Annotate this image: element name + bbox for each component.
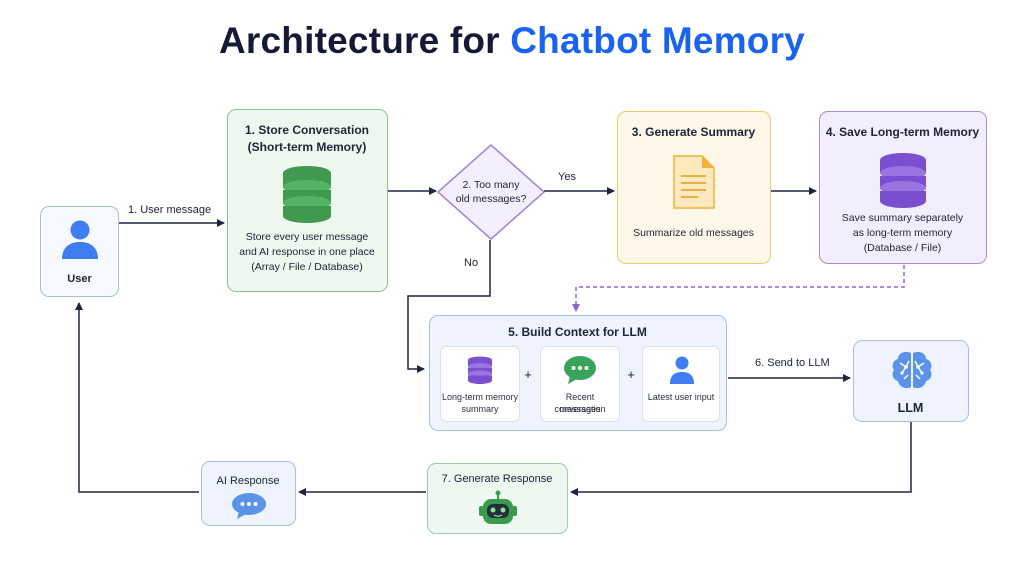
store-title-line1: 1. Store Conversation — [244, 123, 370, 137]
chat-bubble-icon — [564, 356, 596, 384]
edge-label-yes: Yes — [558, 171, 576, 183]
context-item-1-line2: summary — [461, 404, 499, 414]
title-part-1: Architecture for — [219, 20, 500, 61]
arrow-llm-to-generate — [570, 422, 912, 496]
store-title-line2: (Short-term Memory) — [247, 140, 367, 154]
context-item-2-line1: Recent conversation — [554, 392, 606, 414]
context-item-longterm: Long-term memory summary — [440, 346, 520, 422]
store-desc-line3: (Array / File / Database) — [251, 261, 363, 273]
plus-sign-1: + — [524, 367, 532, 382]
arrow-decision-no — [407, 240, 491, 373]
summary-desc: Summarize old messages — [633, 227, 754, 239]
user-icon — [62, 220, 98, 259]
database-icon — [880, 153, 926, 208]
longterm-desc-line1: Save summary separately — [841, 212, 964, 224]
user-icon — [670, 356, 694, 384]
llm-node: LLM — [853, 340, 969, 422]
edge-label-no: No — [464, 257, 479, 269]
ai-response-node: AI Response — [201, 461, 296, 526]
context-item-latest: Latest user input — [642, 346, 720, 422]
context-item-1-line1: Long-term memory — [441, 392, 519, 402]
page-title: Architecture for Chatbot Memory — [0, 20, 1024, 62]
context-item-2-line2: messages — [559, 404, 601, 414]
database-icon — [468, 356, 492, 384]
plus-sign-2: + — [627, 367, 635, 382]
context-item-recent: Recent conversation messages — [540, 346, 620, 422]
generate-summary-node: 3. Generate Summary Summarize old messag… — [617, 111, 771, 264]
ai-response-title: AI Response — [216, 475, 280, 487]
title-part-2: Chatbot Memory — [510, 20, 805, 61]
brain-icon — [892, 351, 932, 389]
edge-label-send-to-llm: 6. Send to LLM — [755, 357, 830, 369]
decision-line2: old messages? — [455, 193, 527, 205]
arrow-longterm-to-context — [572, 265, 905, 312]
database-icon — [283, 166, 331, 223]
decision-line1: 2. Too many — [462, 179, 520, 191]
build-context-node: 5. Build Context for LLM Long-term memor… — [429, 315, 727, 431]
generate-title: 7. Generate Response — [441, 473, 553, 485]
chat-bubble-icon — [232, 493, 266, 519]
arrow-response-to-user — [75, 302, 199, 493]
longterm-desc-line2: as long-term memory — [852, 227, 953, 239]
document-icon — [673, 155, 715, 209]
user-node: User — [40, 206, 119, 297]
longterm-desc-line3: (Database / File) — [863, 242, 942, 254]
save-longterm-node: 4. Save Long-term Memory Save summary se… — [819, 111, 987, 264]
store-desc-line1: Store every user message — [245, 231, 369, 243]
llm-label: LLM — [897, 401, 924, 415]
summary-title: 3. Generate Summary — [631, 125, 756, 139]
store-desc-line2: and AI response in one place — [239, 246, 375, 258]
robot-icon — [479, 490, 517, 524]
decision-diamond — [436, 143, 546, 241]
longterm-title: 4. Save Long-term Memory — [825, 125, 980, 139]
edge-label-user-message: 1. User message — [128, 204, 212, 216]
user-label: User — [67, 273, 92, 285]
generate-response-node: 7. Generate Response — [427, 463, 568, 534]
context-item-3-line1: Latest user input — [647, 392, 715, 402]
store-conversation-node: 1. Store Conversation (Short-term Memory… — [227, 109, 388, 292]
context-title: 5. Build Context for LLM — [508, 325, 647, 339]
